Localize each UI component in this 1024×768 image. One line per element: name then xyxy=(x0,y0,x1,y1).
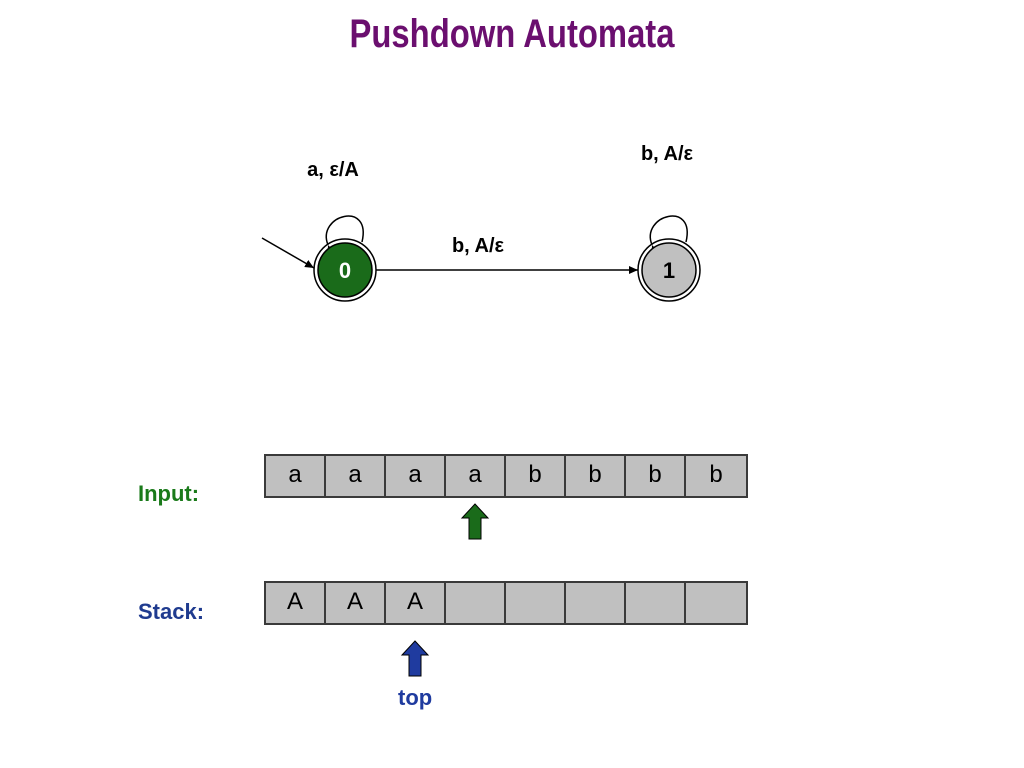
input-label: Input: xyxy=(138,481,200,506)
edge-0-1-label: b, A/ε xyxy=(452,235,505,257)
input-cell: a xyxy=(386,456,446,496)
stack-label: Stack: xyxy=(138,599,205,624)
stack-cell: A xyxy=(386,583,446,623)
input-cell: a xyxy=(446,456,506,496)
state-0: 0 xyxy=(313,238,377,302)
input-cell: a xyxy=(326,456,386,496)
self-loop-0 xyxy=(325,215,364,255)
state-1: 1 xyxy=(637,238,701,302)
stack-cell xyxy=(626,583,686,623)
state-0-label: 0 xyxy=(339,258,351,283)
stack-cell xyxy=(506,583,566,623)
self-loop-0-label: a, ε/A xyxy=(307,159,359,181)
start-arrow xyxy=(261,237,315,269)
stack-cell xyxy=(446,583,506,623)
stack-cell: A xyxy=(266,583,326,623)
self-loop-1-label: b, A/ε xyxy=(641,143,694,165)
self-loop-1 xyxy=(649,215,688,255)
input-pointer-arrow xyxy=(460,503,490,540)
stack-cell xyxy=(686,583,746,623)
stack-top-label: top xyxy=(398,685,433,710)
input-cell: a xyxy=(266,456,326,496)
input-cell: b xyxy=(626,456,686,496)
stack-cell: A xyxy=(326,583,386,623)
state-1-label: 1 xyxy=(663,258,675,283)
input-cell: b xyxy=(506,456,566,496)
stack-top-arrow xyxy=(400,640,430,677)
input-cell: b xyxy=(566,456,626,496)
stack-cell xyxy=(566,583,626,623)
input-cell: b xyxy=(686,456,746,496)
page-title: Pushdown Automata xyxy=(349,12,675,56)
